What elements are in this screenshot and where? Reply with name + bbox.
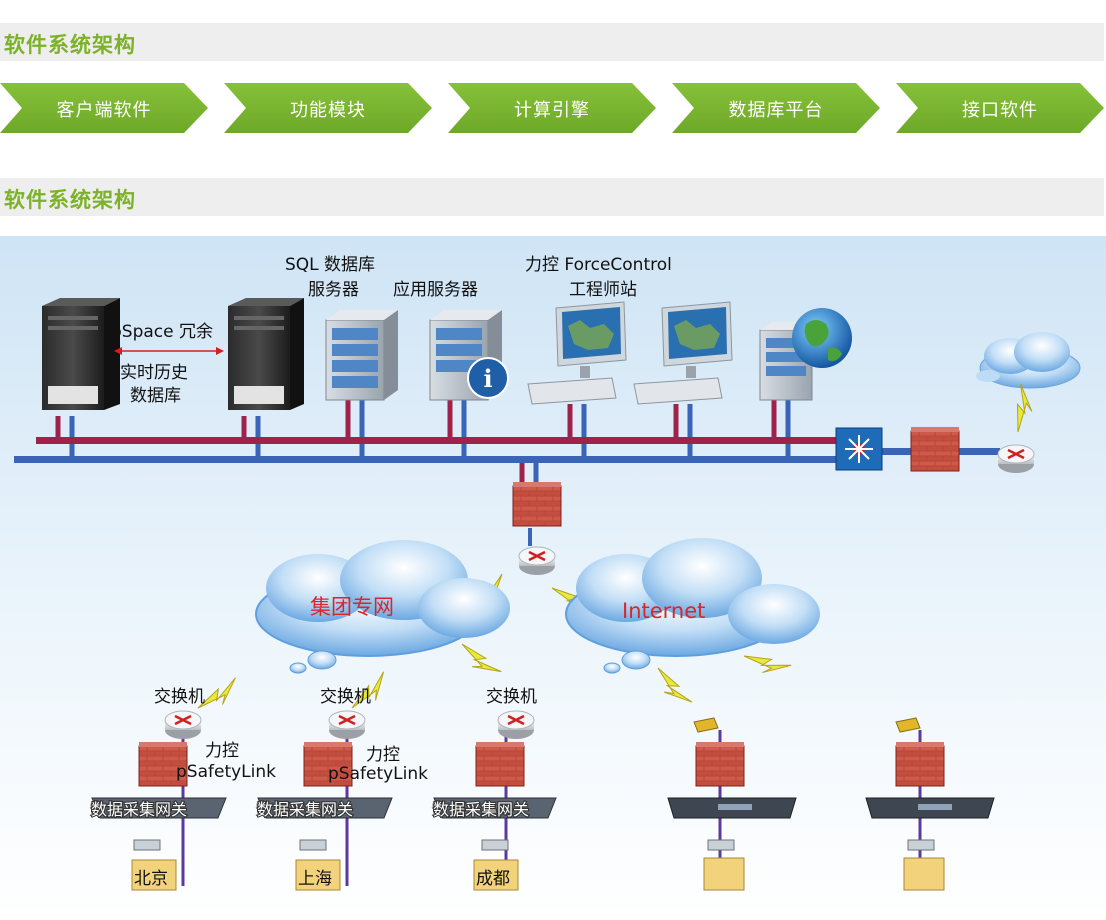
bus-red (36, 437, 866, 444)
branch-router (163, 709, 203, 741)
label-historian-2: 数据库 (130, 386, 181, 406)
module-label: 功能模块 (290, 100, 366, 121)
label-historian-1: 实时历史 (120, 363, 188, 383)
module-client-software[interactable]: 客户端软件 (0, 83, 208, 133)
device-drops (55, 396, 791, 546)
branch-switch-label: 交换机 (486, 687, 537, 707)
vpn-gateway-icon (667, 797, 797, 819)
pspace-server-primary (42, 298, 120, 410)
vpn-device-icon (895, 717, 921, 733)
label-pspace-redundant: pSpace 冗余 (111, 322, 213, 342)
svg-text:i: i (483, 364, 492, 393)
architecture-diagram: pSpace 冗余 实时历史 数据库 SQL 数据库 服务器 i 应用服务器 (0, 236, 1106, 920)
module-function-modules[interactable]: 功能模块 (224, 83, 432, 133)
city-label: 上海 (298, 869, 332, 889)
small-cloud (976, 332, 1081, 389)
branch-switch-label: 交换机 (154, 687, 205, 707)
branch-firewall (475, 741, 525, 787)
module-interface-software[interactable]: 接口软件 (896, 83, 1104, 133)
info-icon (467, 357, 509, 399)
gateway-label: 数据采集网关 (257, 800, 353, 819)
router-core (517, 545, 557, 577)
router-external (996, 443, 1036, 475)
cloud-internet (565, 538, 820, 674)
application-server: i (429, 310, 509, 401)
module-label: 接口软件 (962, 100, 1038, 121)
psafetylink-label-2: pSafetyLink (328, 764, 428, 784)
label-engineer-station: 工程师站 (569, 280, 637, 300)
module-label: 计算引擎 (514, 100, 590, 121)
branch-chengdu: 交换机 数据采集网关 成都 (432, 687, 557, 891)
city-label: 成都 (476, 869, 510, 889)
module-nav: 客户端软件 功能模块 计算引擎 数据库平台 接口软件 (0, 83, 1106, 133)
label-sql-db: SQL 数据库 (285, 255, 375, 275)
gateway-label: 数据采集网关 (433, 800, 529, 819)
remote-site-1 (667, 717, 797, 891)
module-label: 数据库平台 (728, 100, 824, 121)
remote-firewall (895, 741, 945, 787)
sql-server (325, 310, 398, 401)
label-app-server: 应用服务器 (393, 280, 478, 300)
branch-switch-label: 交换机 (320, 687, 371, 707)
remote-site-2 (865, 717, 995, 891)
module-database-platform[interactable]: 数据库平台 (672, 83, 880, 133)
psafetylink-label-1: 力控 (366, 745, 400, 765)
engineer-workstation-1 (527, 301, 627, 405)
branch-router (496, 709, 536, 741)
core-switch-icon (835, 427, 883, 471)
gateway-label: 数据采集网关 (91, 800, 187, 819)
module-label: 客户端软件 (56, 100, 152, 121)
firewall-core (512, 481, 562, 527)
vpn-device-icon (693, 717, 719, 733)
branch-beijing: 交换机 力控 pSafetyLink 数据采集网关 北京 (90, 687, 276, 891)
engineer-workstation-2 (633, 301, 733, 405)
module-compute-engine[interactable]: 计算引擎 (448, 83, 656, 133)
cloud-group-network (255, 540, 510, 674)
label-forcecontrol: 力控 ForceControl (525, 255, 672, 275)
city-label: 北京 (134, 869, 168, 889)
section-header-1: 软件系统架构 (0, 23, 1104, 61)
branch-shanghai: 交换机 力控 pSafetyLink 数据采集网关 上海 (256, 687, 428, 891)
building-icon (703, 857, 745, 891)
firewall-external (910, 426, 960, 472)
section-title: 软件系统架构 (4, 33, 136, 57)
label-sql-server: 服务器 (308, 280, 359, 300)
psafetylink-label-1: 力控 (205, 741, 239, 761)
label-internet: Internet (622, 599, 705, 623)
bus-blue (14, 456, 866, 463)
vpn-gateway-icon (865, 797, 995, 819)
pspace-server-backup (228, 298, 304, 410)
building-icon (903, 857, 945, 891)
section-header-2: 软件系统架构 (0, 178, 1104, 216)
psafetylink-label-2: pSafetyLink (176, 762, 276, 782)
section-title: 软件系统架构 (4, 188, 136, 212)
globe-icon (792, 308, 852, 368)
redundancy-arrow (114, 347, 224, 355)
remote-firewall (695, 741, 745, 787)
branch-router (327, 709, 367, 741)
label-group-network: 集团专网 (310, 595, 394, 619)
